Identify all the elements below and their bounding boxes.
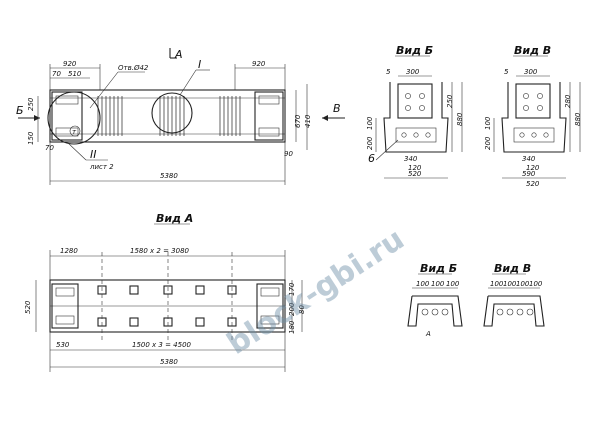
view-b-top: Вид Б 300 5 250 880 100 200 340 120 520 … (366, 44, 464, 179)
watermark: block-gbi.ru (221, 222, 411, 362)
vvs-dim-d: 100 (529, 280, 543, 288)
view-a: Вид А 1280 1580 х 2 = 3080 520 (24, 212, 306, 372)
detail-circle-I (151, 92, 193, 134)
view-v-upper-block (515, 83, 551, 119)
section-letter-a: А (174, 48, 183, 61)
va-span-bottom: 1500 х 3 = 4500 (132, 341, 192, 349)
vbs-dim-a: 100 (416, 280, 430, 288)
va-right-h170: 170 (288, 282, 296, 296)
vbs-dim-b: 100 (431, 280, 445, 288)
dim-left-920: 920 (63, 60, 77, 68)
vb-w520: 520 (408, 170, 422, 178)
vv-w590: 590 (522, 170, 536, 178)
top-view: т А I II лист 2 Отв.Ø42 Б В 920 70 510 (16, 48, 345, 185)
vb-h250: 250 (446, 94, 454, 108)
vvs-dim-a: 100 (490, 280, 504, 288)
view-v-small-title: Вид В (494, 262, 531, 275)
va-right-h200: 200 (288, 302, 296, 316)
view-b-small: Вид Б 100 100 100 А (407, 262, 463, 338)
vbs-marker: А (425, 330, 431, 338)
plan-left-end (51, 283, 79, 329)
side-letter-b: Б (16, 104, 24, 117)
detail-circle-II (47, 91, 101, 145)
right-end-block (254, 91, 284, 141)
vv-w300: 300 (524, 68, 538, 76)
vb-h880: 880 (456, 112, 464, 126)
vb-w340: 340 (404, 155, 418, 163)
view-b-upper-block (397, 83, 433, 119)
callout-I: I (198, 58, 201, 71)
va-left-h520: 520 (24, 300, 32, 314)
hole-label: Отв.Ø42 (118, 64, 149, 72)
view-a-title: Вид А (156, 212, 193, 225)
dim-right-670: 670 (294, 114, 302, 128)
vv-w340: 340 (522, 155, 536, 163)
vv-h100: 100 (484, 116, 492, 130)
beam-body (49, 89, 286, 143)
dim-right-410: 410 (304, 114, 312, 128)
view-v-small: Вид В 100 100 100 100 (483, 262, 545, 327)
rib-group-right (219, 96, 241, 136)
dim-right-920: 920 (252, 60, 266, 68)
sheet-ref: лист 2 (89, 163, 114, 171)
vv-w520: 520 (526, 180, 540, 188)
callout-II: II (90, 148, 97, 161)
rib-group-center (159, 96, 185, 136)
view-b-title: Вид Б (396, 44, 433, 57)
dim-left-70: 70 (52, 70, 61, 78)
side-letter-v: В (333, 102, 341, 115)
vv-s5: 5 (504, 68, 509, 76)
va-span-top: 1580 х 2 = 3080 (130, 247, 190, 255)
vvs-dim-c: 100 (516, 280, 530, 288)
vbs-dim-c: 100 (446, 280, 460, 288)
rib-group-left (97, 96, 123, 136)
dim-left-510: 510 (68, 70, 82, 78)
vb-h100: 100 (366, 116, 374, 130)
va-right-h180: 180 (288, 320, 296, 334)
dim-total-top: 5380 (160, 172, 178, 180)
vv-h200: 200 (484, 136, 492, 150)
va-right-h80: 80 (298, 305, 306, 314)
plan-right-end (256, 283, 284, 329)
dim-h150: 150 (27, 131, 35, 145)
vb-s5: 5 (386, 68, 391, 76)
left-end-block (51, 91, 83, 141)
va-left-530: 530 (56, 341, 70, 349)
view-b-small-title: Вид Б (420, 262, 457, 275)
vb-w300: 300 (406, 68, 420, 76)
va-left-1280: 1280 (60, 247, 78, 255)
dim-h250: 250 (27, 97, 35, 111)
dim-right-90: 90 (284, 150, 293, 158)
vv-h880: 880 (574, 112, 582, 126)
vv-h280: 280 (564, 94, 572, 108)
vvs-dim-b: 100 (503, 280, 517, 288)
vv-w120: 120 (526, 164, 540, 172)
vb-callout-6: 6 (368, 152, 375, 165)
vb-h200: 200 (366, 136, 374, 150)
va-total: 5380 (160, 358, 178, 366)
view-v-top: Вид В 300 5 280 880 100 200 340 120 590 … (484, 44, 582, 188)
vb-w120: 120 (408, 164, 422, 172)
view-v-title: Вид В (514, 44, 551, 57)
svg-text:т: т (72, 128, 77, 136)
